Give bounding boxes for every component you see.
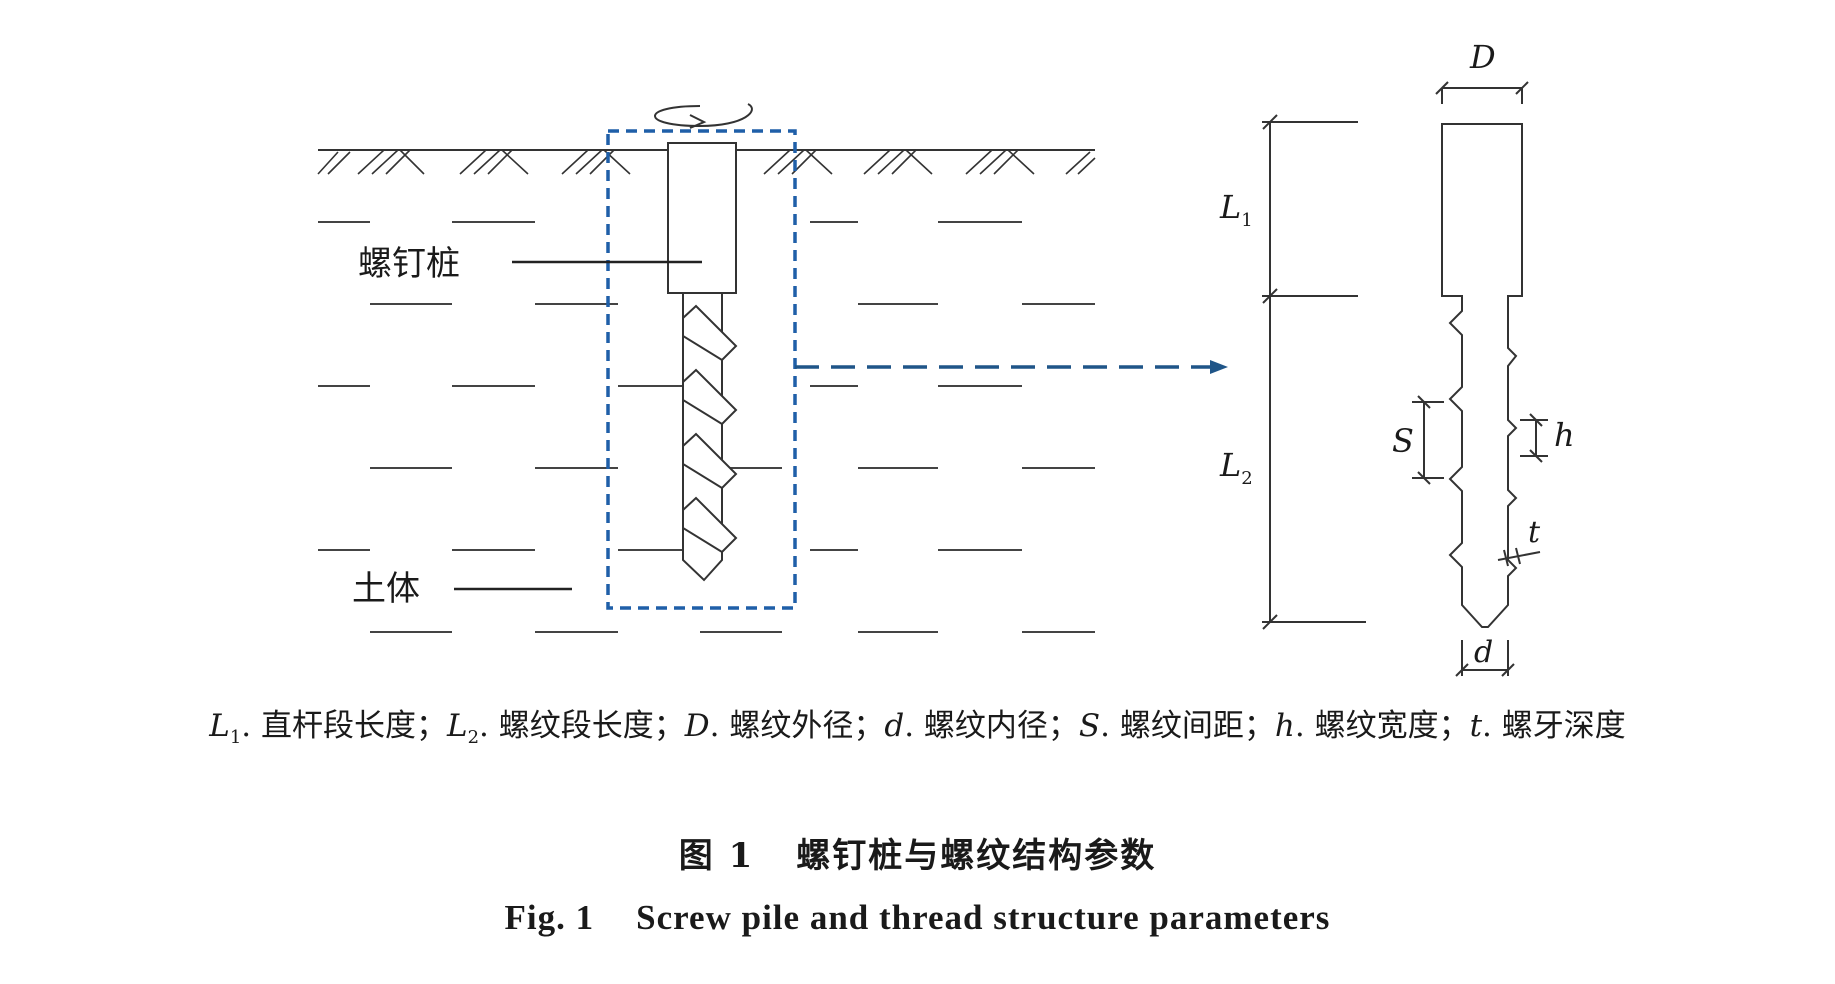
dim-h bbox=[1520, 413, 1548, 463]
legend-L1-text: . 直杆段长度； bbox=[241, 708, 447, 744]
caption-en-title: Screw pile and thread structure paramete… bbox=[636, 898, 1331, 937]
label-L2: L2 bbox=[1219, 446, 1253, 489]
pile-detail-outline bbox=[1441, 123, 1523, 628]
detail-arrow bbox=[795, 360, 1228, 374]
soil-label: 土体 bbox=[352, 569, 420, 609]
label-h: h bbox=[1554, 416, 1575, 454]
label-D: D bbox=[1469, 38, 1496, 76]
legend-L1-sub: 1 bbox=[229, 727, 242, 749]
screw-pile bbox=[667, 142, 738, 582]
legend-L2-var: L bbox=[447, 708, 468, 744]
legend-L1-var: L bbox=[209, 708, 230, 744]
caption-cn-label: 图 1 bbox=[678, 836, 755, 876]
legend-h-var: h bbox=[1274, 708, 1295, 744]
legend-h-text: . 螺纹宽度； bbox=[1294, 708, 1470, 744]
legend-d-var: d bbox=[884, 708, 905, 744]
pile-label: 螺钉桩 bbox=[358, 244, 460, 284]
soil-layer-lines bbox=[318, 221, 1095, 633]
pile-straight-rod bbox=[667, 142, 737, 294]
label-S: S bbox=[1392, 422, 1414, 460]
legend-L2-sub: 2 bbox=[467, 727, 480, 749]
legend-L2-text: . 螺纹段长度； bbox=[479, 708, 685, 744]
caption-cn-title: 螺钉桩与螺纹结构参数 bbox=[796, 836, 1157, 876]
legend-D-text: . 螺纹外径； bbox=[709, 708, 885, 744]
dim-d bbox=[1455, 640, 1515, 677]
dim-L bbox=[1262, 114, 1366, 630]
legend-D-var: D bbox=[684, 708, 710, 744]
label-d: d bbox=[1474, 635, 1493, 670]
screw-pile-diagram: 螺钉桩 土体 D L1 L2 S bbox=[317, 38, 1575, 677]
legend-t-var: t bbox=[1469, 708, 1483, 744]
figure-caption-en: Fig. 1 Screw pile and thread structure pa… bbox=[0, 898, 1835, 938]
label-L1: L1 bbox=[1219, 188, 1253, 231]
dim-D bbox=[1435, 81, 1529, 104]
legend-d-text: . 螺纹内径； bbox=[904, 708, 1079, 744]
dim-t bbox=[1497, 547, 1541, 567]
label-t: t bbox=[1528, 515, 1541, 550]
figure-caption-cn: 图 1 螺钉桩与螺纹结构参数 bbox=[0, 828, 1835, 877]
detail-dashed-box bbox=[606, 129, 797, 610]
rotation-arrow-icon bbox=[654, 103, 753, 129]
legend-S-text: . 螺纹间距； bbox=[1100, 708, 1275, 744]
pile-threads bbox=[682, 304, 738, 554]
ground-hatching bbox=[317, 149, 1096, 175]
legend-t-text: . 螺牙深度 bbox=[1482, 708, 1626, 744]
dim-S bbox=[1412, 395, 1444, 485]
legend-S-var: S bbox=[1078, 708, 1101, 744]
caption-en-label: Fig. 1 bbox=[504, 898, 595, 937]
figure-legend: L1. 直杆段长度；L2. 螺纹段长度；D. 螺纹外径；d. 螺纹内径；S. 螺… bbox=[0, 700, 1835, 748]
